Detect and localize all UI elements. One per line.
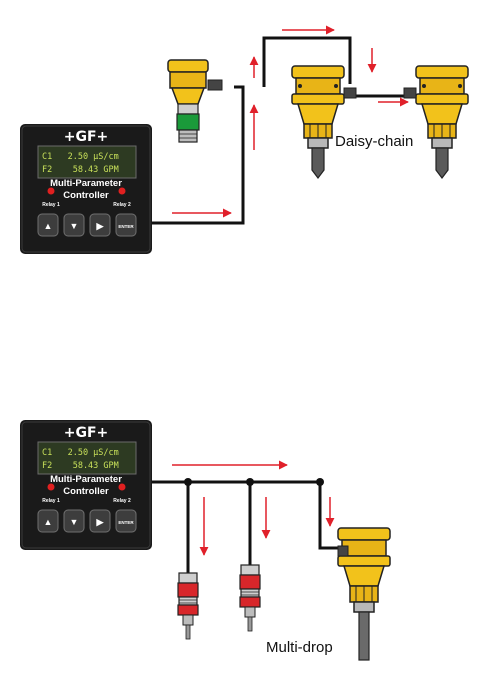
probe-2-red (239, 564, 261, 632)
probe-1-red (177, 572, 199, 640)
junction-dots (184, 478, 324, 486)
multi-drop-flow-arrows (172, 460, 335, 556)
controller-title-1: Multi-Parameter (50, 474, 122, 485)
display-line-2: F2 58.43 GPM (42, 461, 119, 471)
enter-key[interactable]: ENTER (118, 224, 134, 229)
controller-title-2: Controller (63, 486, 109, 497)
daisy-chain-flow-arrows (172, 25, 409, 218)
daisy-chain-wires (152, 36, 412, 225)
brand-logo: +GF+ (64, 129, 109, 145)
up-key-icon[interactable]: ▲ (44, 517, 53, 527)
down-key-icon[interactable]: ▼ (70, 221, 79, 231)
display-line-2: F2 58.43 GPM (42, 165, 119, 175)
display-line-1: C1 2.50 µS/cm (42, 152, 119, 162)
sensor-2-yellow (291, 65, 357, 179)
multi-drop-section: +GF+ C1 2.50 µS/cm F2 58.43 GPM Multi-Pa… (19, 419, 391, 661)
controller-title-1: Multi-Parameter (50, 178, 122, 189)
relay-2-label: Relay 2 (113, 202, 131, 208)
sensor-3-yellow (403, 65, 469, 179)
controller-title-2: Controller (63, 190, 109, 201)
controller-top: +GF+ C1 2.50 µS/cm F2 58.43 GPM Multi-Pa… (19, 123, 153, 255)
sensor-4-yellow (337, 527, 391, 661)
right-key-icon[interactable]: ▶ (96, 517, 105, 527)
relay-1-label: Relay 1 (42, 498, 60, 504)
multi-drop-wires (152, 480, 338, 573)
sensor-1-green (167, 59, 223, 143)
relay-2-label: Relay 2 (113, 498, 131, 504)
right-key-icon[interactable]: ▶ (96, 221, 105, 231)
daisy-chain-section: +GF+ C1 2.50 µS/cm F2 58.43 GPM Multi-Pa… (19, 25, 469, 255)
multi-drop-caption: Multi-drop (266, 639, 333, 656)
down-key-icon[interactable]: ▼ (70, 517, 79, 527)
display-line-1: C1 2.50 µS/cm (42, 448, 119, 458)
up-key-icon[interactable]: ▲ (44, 221, 53, 231)
brand-logo: +GF+ (64, 425, 109, 441)
enter-key[interactable]: ENTER (118, 520, 134, 525)
relay-1-label: Relay 1 (42, 202, 60, 208)
daisy-chain-caption: Daisy-chain (335, 133, 413, 150)
controller-bottom: +GF+ C1 2.50 µS/cm F2 58.43 GPM Multi-Pa… (19, 419, 153, 551)
